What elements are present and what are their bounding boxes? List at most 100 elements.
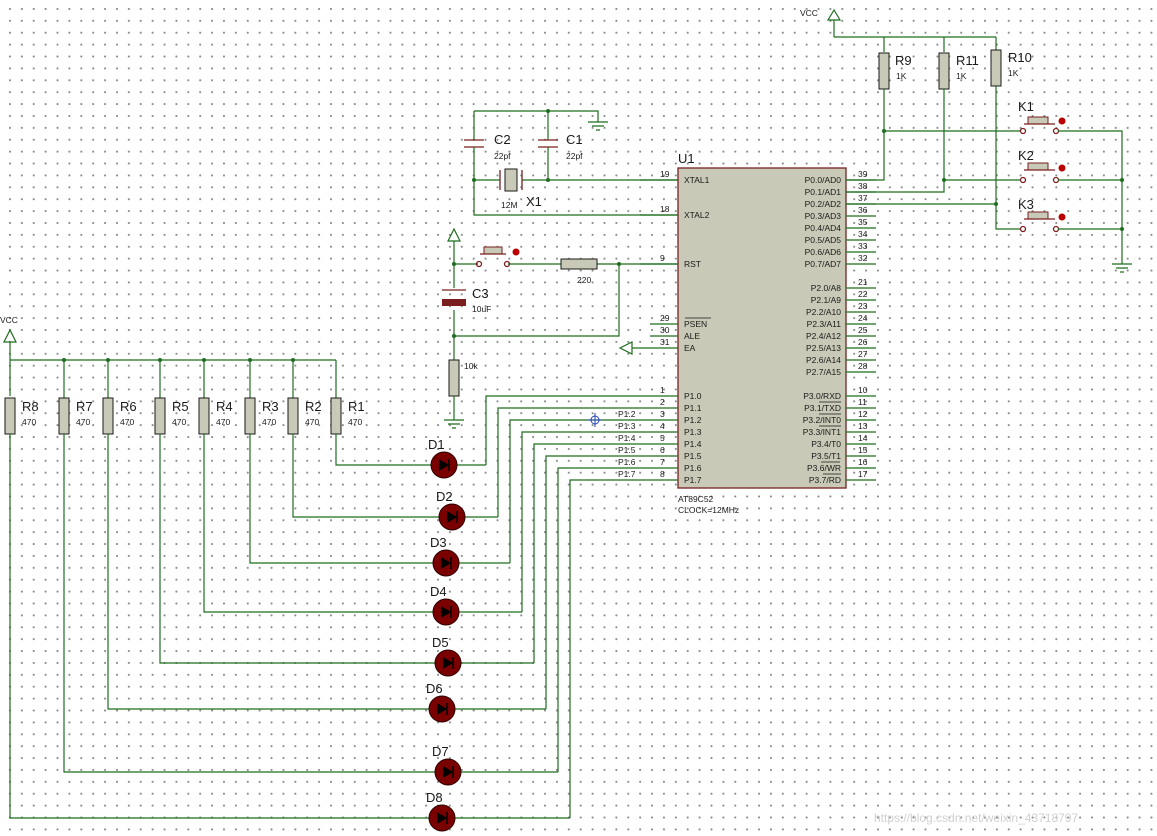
- led-ref: D6: [426, 681, 443, 696]
- mcu-pin-name: P2.0/A8: [811, 283, 842, 293]
- mcu-pin-number: 22: [858, 289, 868, 299]
- mcu-pin-number: 10: [858, 385, 868, 395]
- led-resistor-value: 470: [348, 417, 362, 427]
- led-wire: [203, 434, 522, 613]
- mcu-pin-name: RST: [684, 259, 701, 269]
- led-resistor-body: [330, 397, 342, 435]
- pullup-r11: R11 1K: [938, 52, 979, 90]
- p1-net-labels: P1.2P1.3P1.4P1.5P1.6P1.7: [618, 409, 636, 479]
- mcu-pin-number: 25: [858, 325, 868, 335]
- mcu-pin-number: 28: [858, 361, 868, 371]
- mcu-pin-name: P0.6/AD6: [805, 247, 842, 257]
- mcu-pin-number: 12: [858, 409, 868, 419]
- led-wire: [9, 434, 570, 819]
- led-resistor-body: [287, 397, 299, 435]
- mcu-pin-name: XTAL2: [684, 210, 710, 220]
- mcu-u1[interactable]: U1 19XTAL118XTAL29RST29PSEN30ALE31EA1P1.…: [640, 151, 876, 515]
- led-arrow: [441, 557, 451, 569]
- svg-text:220: 220: [577, 275, 591, 285]
- mcu-pin-number: 16: [858, 457, 868, 467]
- mcu-pin-name: P1.0: [684, 391, 702, 401]
- reset-button[interactable]: [475, 246, 520, 268]
- mcu-pin-name: P3.2/INT0: [803, 415, 842, 425]
- mcu-pin-name: P2.2/A10: [806, 307, 841, 317]
- mcu-pin-name: P0.4/AD4: [805, 223, 842, 233]
- svg-text:1K: 1K: [1008, 68, 1019, 78]
- mcu-pin-name: P1.7: [684, 475, 702, 485]
- mcu-pin-number: 17: [858, 469, 868, 479]
- svg-text:R10: R10: [1008, 50, 1032, 65]
- mcu-pin-name: P1.3: [684, 427, 702, 437]
- mcu-pin-number: 23: [858, 301, 868, 311]
- svg-text:R9: R9: [895, 53, 912, 68]
- led-resistor-ref: R2: [305, 399, 322, 414]
- mcu-pin-name: P0.1/AD1: [805, 187, 842, 197]
- led-arrow: [441, 606, 451, 618]
- mcu-pin-number: 4: [660, 421, 665, 431]
- led-arrow: [437, 812, 447, 824]
- key-k1[interactable]: K1: [1018, 99, 1066, 135]
- vcc-reset-arrow: [447, 227, 461, 242]
- vcc-top-label: VCC: [800, 8, 818, 18]
- junction: [158, 358, 162, 362]
- led-resistor-body: [198, 397, 210, 435]
- svg-text:VCC: VCC: [0, 315, 18, 325]
- mcu-pin-name: P2.3/A11: [807, 319, 842, 329]
- mcu-pin-number: 15: [858, 445, 868, 455]
- led-arrow: [439, 459, 449, 471]
- led-resistor-body: [154, 397, 166, 435]
- led-wire: [292, 434, 498, 518]
- net-label: P1.4: [618, 433, 636, 443]
- mcu-pin-number: 34: [858, 229, 868, 239]
- pullup-r10: R10 1K: [990, 49, 1032, 87]
- led-resistor-value: 470: [76, 417, 90, 427]
- led-arrow: [443, 766, 453, 778]
- led-wires: [9, 434, 570, 819]
- mcu-pin-number: 1: [660, 385, 665, 395]
- mcu-pin-name: P1.5: [684, 451, 702, 461]
- reset-pulldown-10k: 10k: [448, 359, 478, 397]
- led-resistor-ref: R3: [262, 399, 279, 414]
- led-ref: D5: [432, 635, 449, 650]
- key-k3[interactable]: K3: [1018, 197, 1066, 233]
- mcu-pin-number: 7: [660, 457, 665, 467]
- mcu-pin-name: P0.2/AD2: [805, 199, 842, 209]
- mcu-pin-name: P3.1/TXD: [804, 403, 841, 413]
- junction: [248, 358, 252, 362]
- mcu-pin-name: P1.2: [684, 415, 702, 425]
- led-resistor-body: [244, 397, 256, 435]
- mcu-pin-name: P0.7/AD7: [805, 259, 842, 269]
- mcu-pin-name: P3.7/RD: [809, 475, 841, 485]
- mcu-pin-number: 33: [858, 241, 868, 251]
- svg-text:C3: C3: [472, 286, 489, 301]
- mcu-pin-number: 5: [660, 433, 665, 443]
- key-k2[interactable]: K2: [1018, 148, 1066, 184]
- mcu-pin-name: P2.6/A14: [806, 355, 841, 365]
- led-resistor-ref: R8: [22, 399, 39, 414]
- mcu-pin-name: P0.0/AD0: [805, 175, 842, 185]
- led-arrow: [447, 511, 457, 523]
- mcu-pin-number: 39: [858, 169, 868, 179]
- mcu-pin-number: 38: [858, 181, 868, 191]
- led-ref: D2: [436, 489, 453, 504]
- led-resistor-body: [4, 397, 16, 435]
- vcc-left-symbol: VCC: [0, 315, 18, 343]
- svg-text:K3: K3: [1018, 197, 1034, 212]
- led-resistor-value: 470: [305, 417, 319, 427]
- mcu-pin-name: P3.0/RXD: [803, 391, 841, 401]
- svg-text:C1: C1: [566, 132, 583, 147]
- mcu-pin-name: XTAL1: [684, 175, 710, 185]
- cap-c3: C3 10uF: [442, 286, 491, 314]
- mcu-pin-name: P3.5/T1: [811, 451, 841, 461]
- led-wire: [335, 434, 486, 466]
- ground-crystal: [588, 121, 608, 131]
- led-resistor-value: 470: [262, 417, 276, 427]
- reset-resistor-220: 220: [560, 258, 598, 285]
- led-resistor-ref: R1: [348, 399, 365, 414]
- mcu-pin-number: 30: [660, 325, 670, 335]
- led-resistor-value: 470: [216, 417, 230, 427]
- mcu-pin-number: 19: [660, 169, 670, 179]
